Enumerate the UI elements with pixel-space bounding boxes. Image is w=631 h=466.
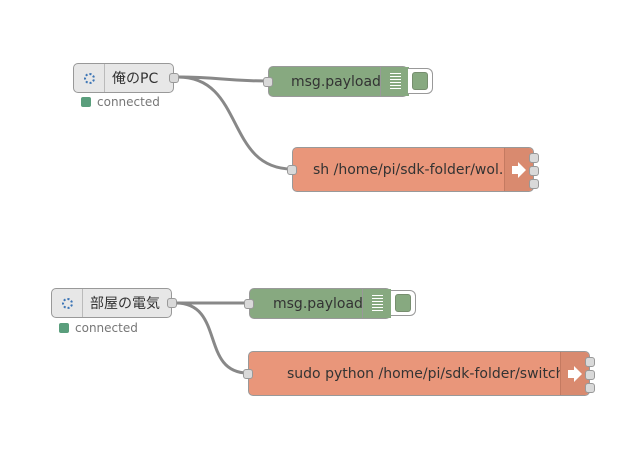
output-port-1[interactable] <box>585 357 595 367</box>
exec-node-flow2[interactable]: sudo python /home/pi/sdk-folder/switch.p… <box>243 351 595 396</box>
debug-label: msg.payload <box>273 295 363 312</box>
status-dot <box>59 323 69 333</box>
debug-node-flow2[interactable]: msg.payload <box>244 288 416 319</box>
debug-node-flow1[interactable]: msg.payload <box>263 66 433 97</box>
list-lines <box>371 295 383 312</box>
wire-flow1-debug <box>177 75 269 83</box>
output-port-2[interactable] <box>585 370 595 380</box>
list-icon <box>362 289 391 318</box>
output-port-1[interactable] <box>529 153 539 163</box>
exec-node-flow1[interactable]: sh /home/pi/sdk-folder/wol.sh <box>287 147 539 192</box>
status-text: connected <box>75 321 138 335</box>
status-flow2: connected <box>59 321 138 335</box>
input-port[interactable] <box>287 165 297 175</box>
toggle-inner <box>395 294 411 312</box>
debug-toggle-button[interactable] <box>391 290 416 316</box>
debug-toggle-button[interactable] <box>408 68 433 94</box>
status-text: connected <box>97 95 160 109</box>
output-port-2[interactable] <box>529 166 539 176</box>
inject-node-flow1[interactable]: 俺のPC <box>73 63 179 93</box>
exec-label: sh /home/pi/sdk-folder/wol.sh <box>313 161 520 178</box>
input-port[interactable] <box>243 369 253 379</box>
status-flow1: connected <box>81 95 160 109</box>
input-port[interactable] <box>244 299 254 309</box>
arrow-right-icon <box>568 365 582 382</box>
toggle-inner <box>412 72 428 90</box>
arrow-right-icon <box>512 161 526 178</box>
output-port[interactable] <box>169 73 179 83</box>
debug-label: msg.payload <box>291 73 381 90</box>
dotted-ring-icon <box>61 297 73 309</box>
list-lines <box>389 73 401 90</box>
inject-icon-box <box>74 64 105 92</box>
inject-label: 俺のPC <box>112 71 159 87</box>
output-port-3[interactable] <box>529 179 539 189</box>
inject-label: 部屋の電気 <box>90 296 160 312</box>
exec-label: sudo python /home/pi/sdk-folder/switch.p… <box>287 365 587 382</box>
list-icon <box>380 67 409 96</box>
inject-icon-box <box>52 289 83 317</box>
inject-node-flow2[interactable]: 部屋の電気 <box>51 288 177 318</box>
wire-flow2-exec <box>175 301 249 375</box>
input-port[interactable] <box>263 77 273 87</box>
status-dot <box>81 97 91 107</box>
output-port[interactable] <box>167 298 177 308</box>
dotted-ring-icon <box>83 72 95 84</box>
exec-icon-box <box>560 352 589 395</box>
exec-icon-box <box>504 148 533 191</box>
output-port-3[interactable] <box>585 383 595 393</box>
